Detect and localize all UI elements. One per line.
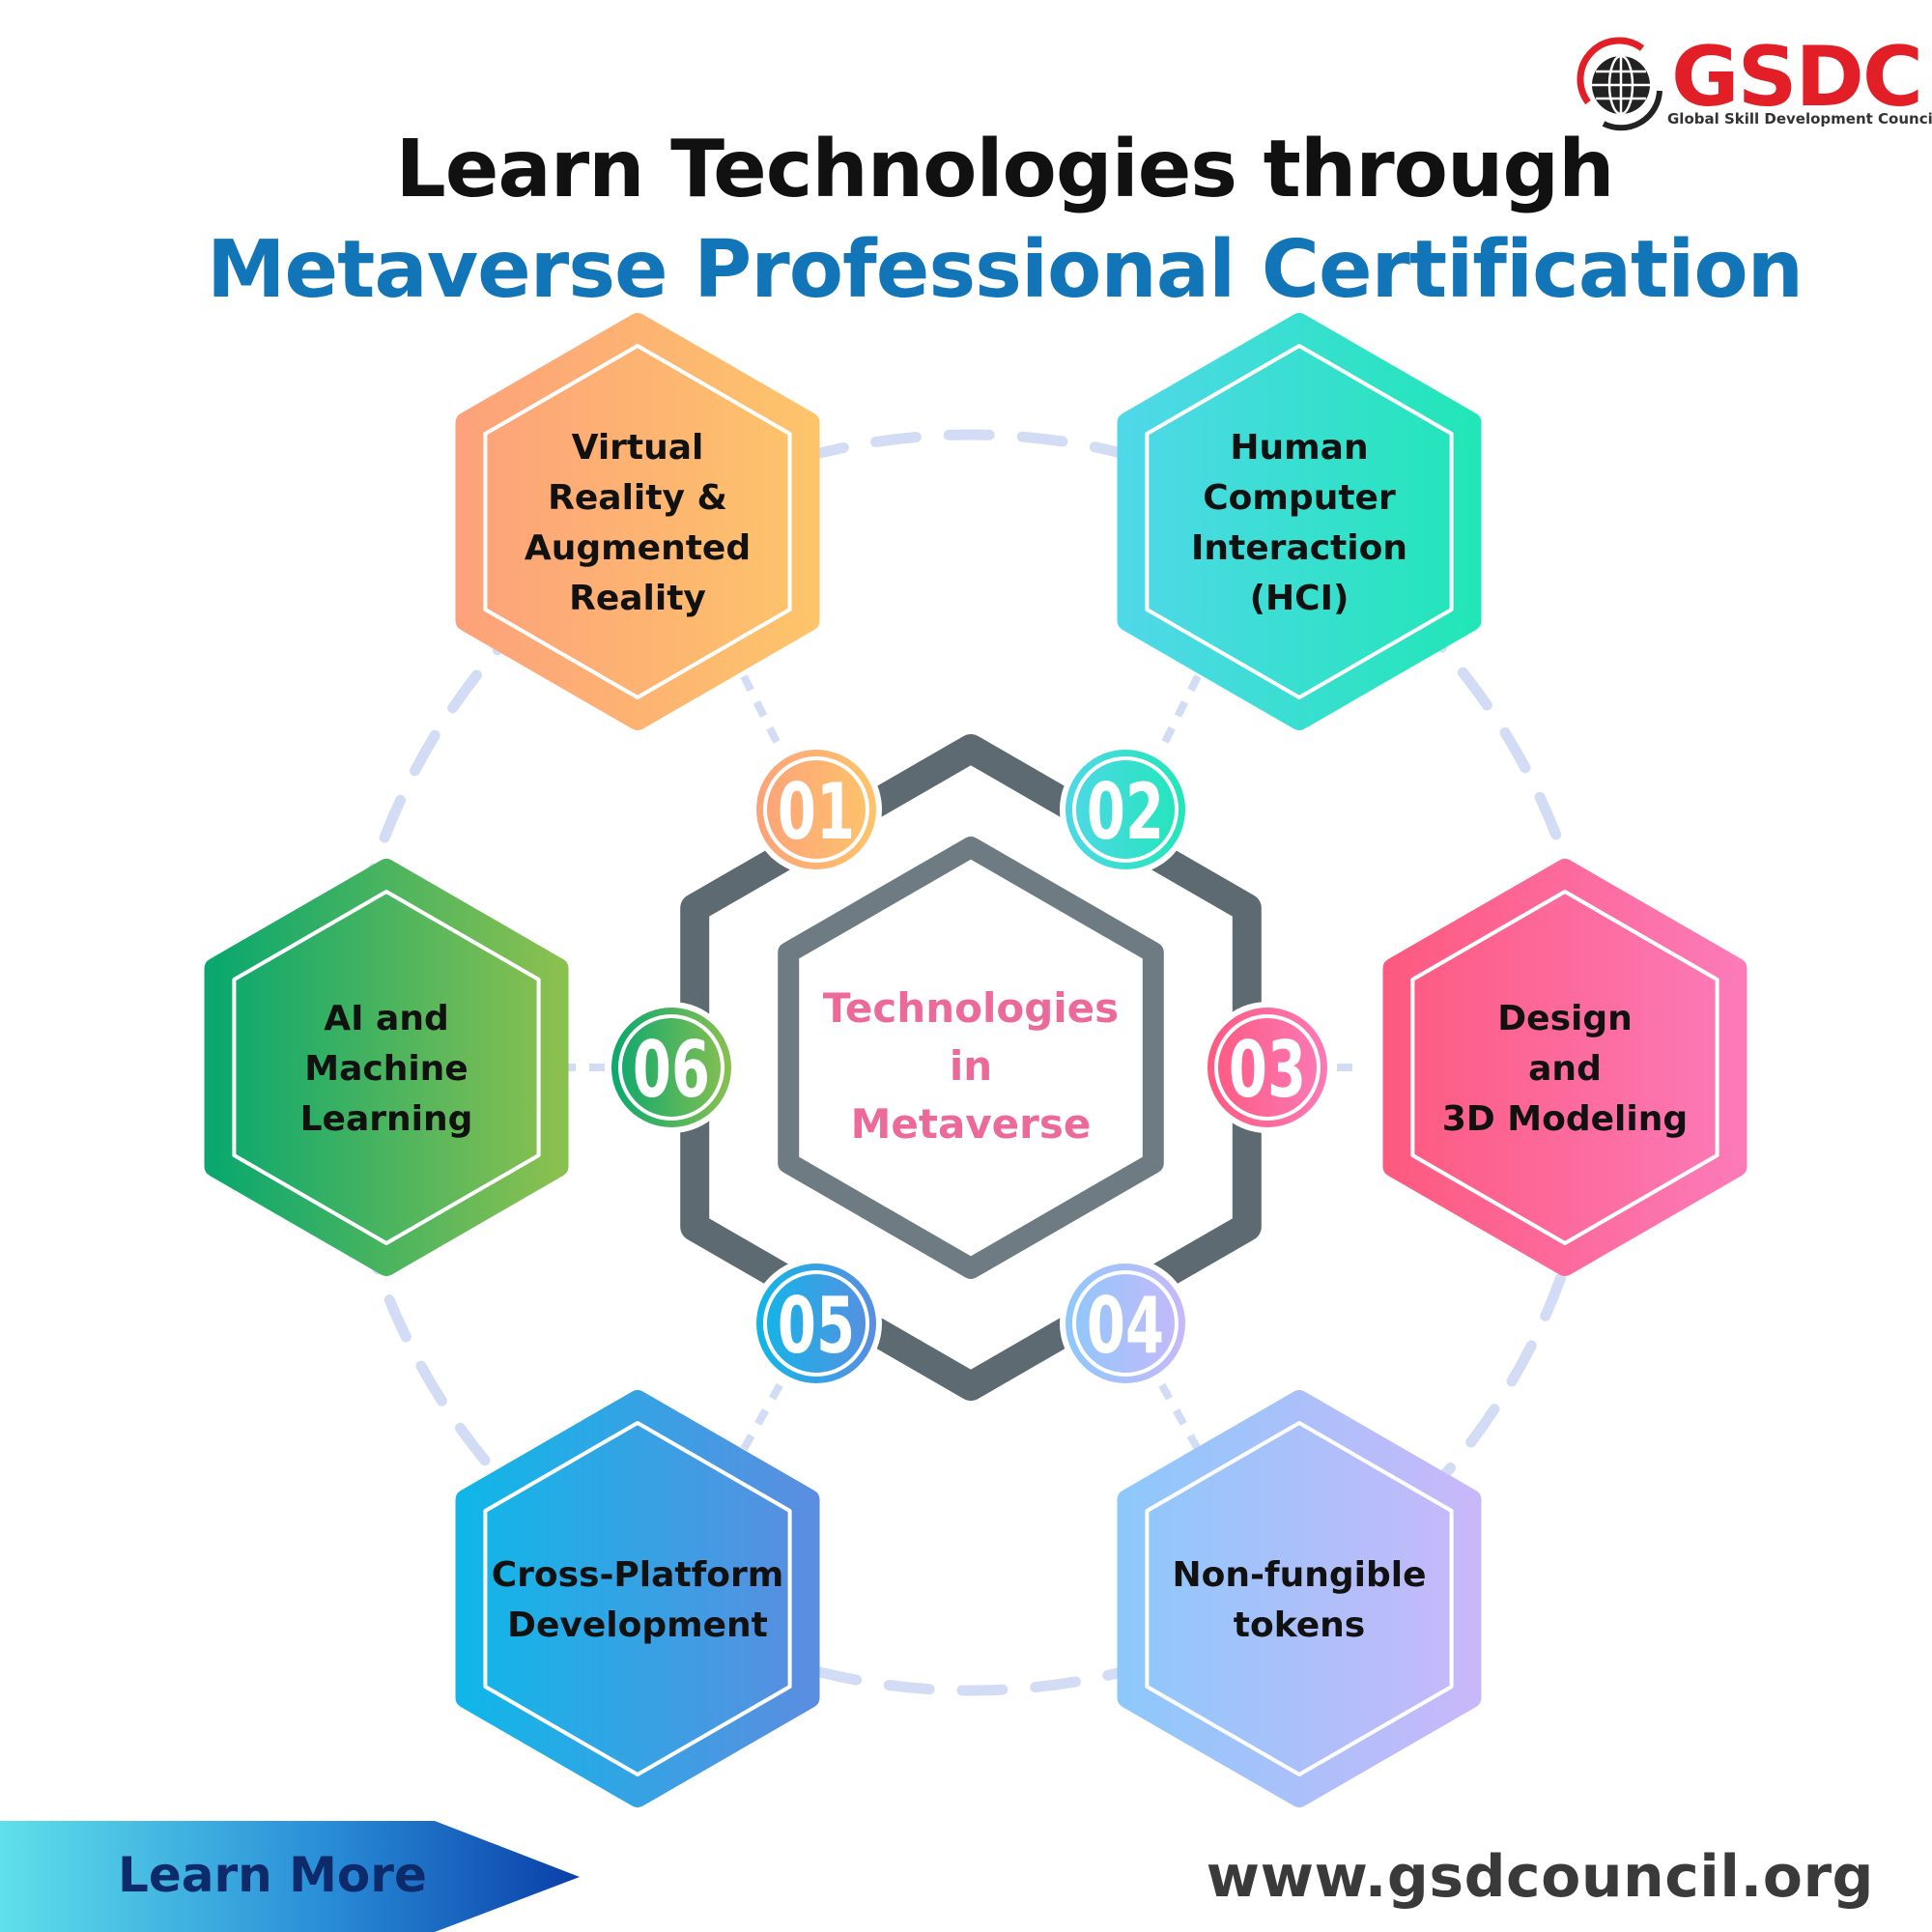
logo-wordmark: GSDC — [1671, 29, 1923, 126]
badge-number: 05 — [778, 1282, 855, 1372]
connector-line — [1151, 674, 1202, 765]
tech-label-line: Virtual — [572, 428, 704, 468]
page-title-line-2: Metaverse Professional Certification — [206, 224, 1804, 316]
number-badge-06: 06 — [606, 1002, 737, 1133]
tech-label-line: Computer — [1203, 478, 1396, 518]
tech-hexagon — [204, 859, 569, 1276]
tech-label-line: Non-fungible — [1173, 1555, 1427, 1595]
badge-number: 02 — [1087, 768, 1164, 858]
inner-ring — [680, 734, 1262, 1401]
number-badge-02: 02 — [1060, 744, 1191, 875]
page-title-line-1: Learn Technologies through — [395, 124, 1615, 215]
tech-label-line: Interaction — [1191, 528, 1407, 568]
tech-label-line: Development — [507, 1605, 768, 1645]
badge-number: 03 — [1229, 1026, 1306, 1116]
tech-label-line: tokens — [1234, 1605, 1365, 1645]
center-title-line: Metaverse — [851, 1100, 1092, 1148]
number-badge-03: 03 — [1202, 1002, 1333, 1133]
tech-label-line: Learning — [300, 1099, 473, 1139]
tech-hexagon-inner-border — [483, 344, 792, 699]
connector-line — [740, 1370, 791, 1451]
number-badge-01: 01 — [751, 744, 882, 875]
tech-label-line: Machine — [304, 1049, 468, 1089]
tech-hexagon — [1382, 859, 1747, 1276]
connector-line — [740, 674, 791, 765]
number-badge-05: 05 — [751, 1258, 882, 1389]
badge-number: 06 — [633, 1026, 710, 1116]
tech-label-line: Design — [1497, 999, 1632, 1038]
website-link[interactable]: www.gsdcouncil.org — [1206, 1843, 1874, 1911]
globe-icon — [1577, 37, 1662, 131]
tech-hexagon — [455, 1390, 820, 1807]
gsdc-logo: GSDC Global Skill Development Council — [1575, 29, 1932, 131]
tech-hexagon — [1117, 1390, 1482, 1807]
badge-number: 01 — [778, 768, 855, 858]
tech-label-line: (HCI) — [1250, 579, 1350, 618]
learn-more-button[interactable]: Learn More — [118, 1847, 427, 1903]
tech-item-04: Non-fungible tokens — [1117, 1390, 1482, 1807]
badge-number: 04 — [1087, 1282, 1164, 1372]
center-title-line: in — [950, 1042, 992, 1090]
tech-label-line: Cross-Platform — [492, 1555, 784, 1595]
tech-hexagon-inner-border — [1410, 890, 1719, 1245]
tech-label-line: and — [1528, 1049, 1602, 1089]
tech-hexagon — [455, 313, 820, 730]
tech-label-line: Human — [1230, 428, 1368, 468]
tech-hexagon-inner-border — [1145, 344, 1454, 699]
tech-label-line: Reality — [569, 579, 706, 618]
learn-more-banner[interactable] — [0, 1821, 580, 1932]
logo-tagline: Global Skill Development Council — [1667, 110, 1932, 128]
connector-line — [1151, 1370, 1202, 1451]
center-title-line: Technologies — [823, 984, 1119, 1032]
number-badge-04: 04 — [1060, 1258, 1191, 1389]
tech-label-line: AI and — [324, 999, 448, 1038]
center-hexagon — [778, 837, 1164, 1279]
tech-label-line: Augmented — [525, 528, 751, 568]
tech-hexagon-inner-border — [232, 890, 541, 1245]
tech-label-line: 3D Modeling — [1442, 1099, 1688, 1139]
tech-hexagon-inner-border — [1145, 1421, 1454, 1776]
tech-item-03: Design and 3D Modeling — [1382, 859, 1747, 1276]
tech-label-line: Reality & — [548, 478, 727, 518]
tech-hexagon — [1117, 313, 1482, 730]
tech-hexagon-inner-border — [483, 1421, 792, 1776]
